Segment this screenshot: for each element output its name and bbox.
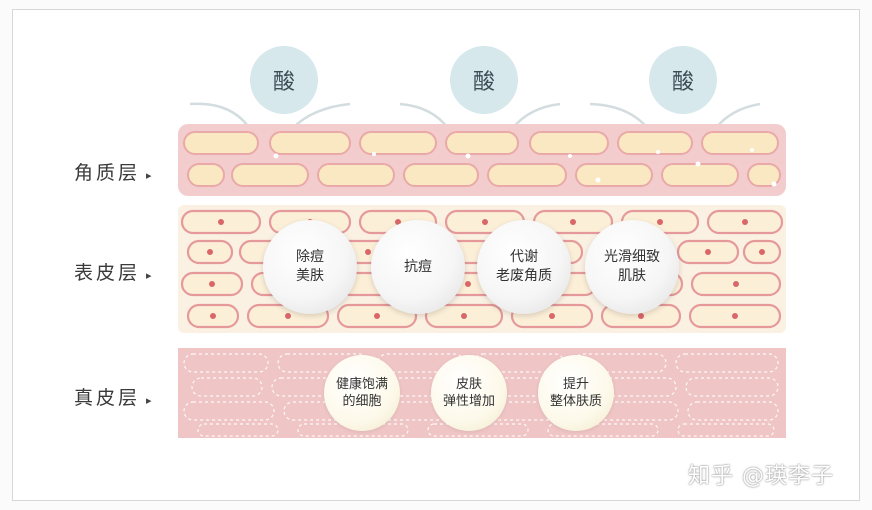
effect-bubble-elasticity: 皮肤弹性增加 bbox=[431, 355, 507, 431]
layer-label-corneum: 角质层▸ bbox=[74, 162, 155, 184]
acid-circle: 酸 bbox=[649, 46, 717, 114]
effect-bubble-smooth-skin: 光滑细致肌肤 bbox=[585, 220, 679, 314]
effect-bubble-acne-beauty: 除痘美肤 bbox=[263, 220, 357, 314]
watermark: 知乎 @瑛李子 bbox=[688, 464, 834, 489]
acid-circle: 酸 bbox=[250, 46, 318, 114]
pointer-arrow-icon: ▸ bbox=[146, 269, 155, 282]
effect-bubble-skin-quality: 提升整体肤质 bbox=[538, 355, 614, 431]
acid-label: 酸 bbox=[472, 70, 495, 95]
effect-bubble-metabolism: 代谢老废角质 bbox=[477, 220, 571, 314]
pointer-arrow-icon: ▸ bbox=[146, 394, 155, 407]
acid-label: 酸 bbox=[671, 70, 694, 95]
pointer-arrow-icon: ▸ bbox=[146, 169, 155, 182]
effect-bubble-healthy-cells: 健康饱满的细胞 bbox=[324, 355, 400, 431]
layer-label-epidermis: 表皮层▸ bbox=[74, 262, 155, 284]
effect-bubble-anti-acne: 抗痘 bbox=[371, 220, 465, 314]
layer-label-dermis: 真皮层▸ bbox=[74, 387, 155, 409]
acid-label: 酸 bbox=[272, 70, 295, 95]
stratum-corneum-band bbox=[178, 124, 786, 196]
acid-circle: 酸 bbox=[450, 46, 518, 114]
